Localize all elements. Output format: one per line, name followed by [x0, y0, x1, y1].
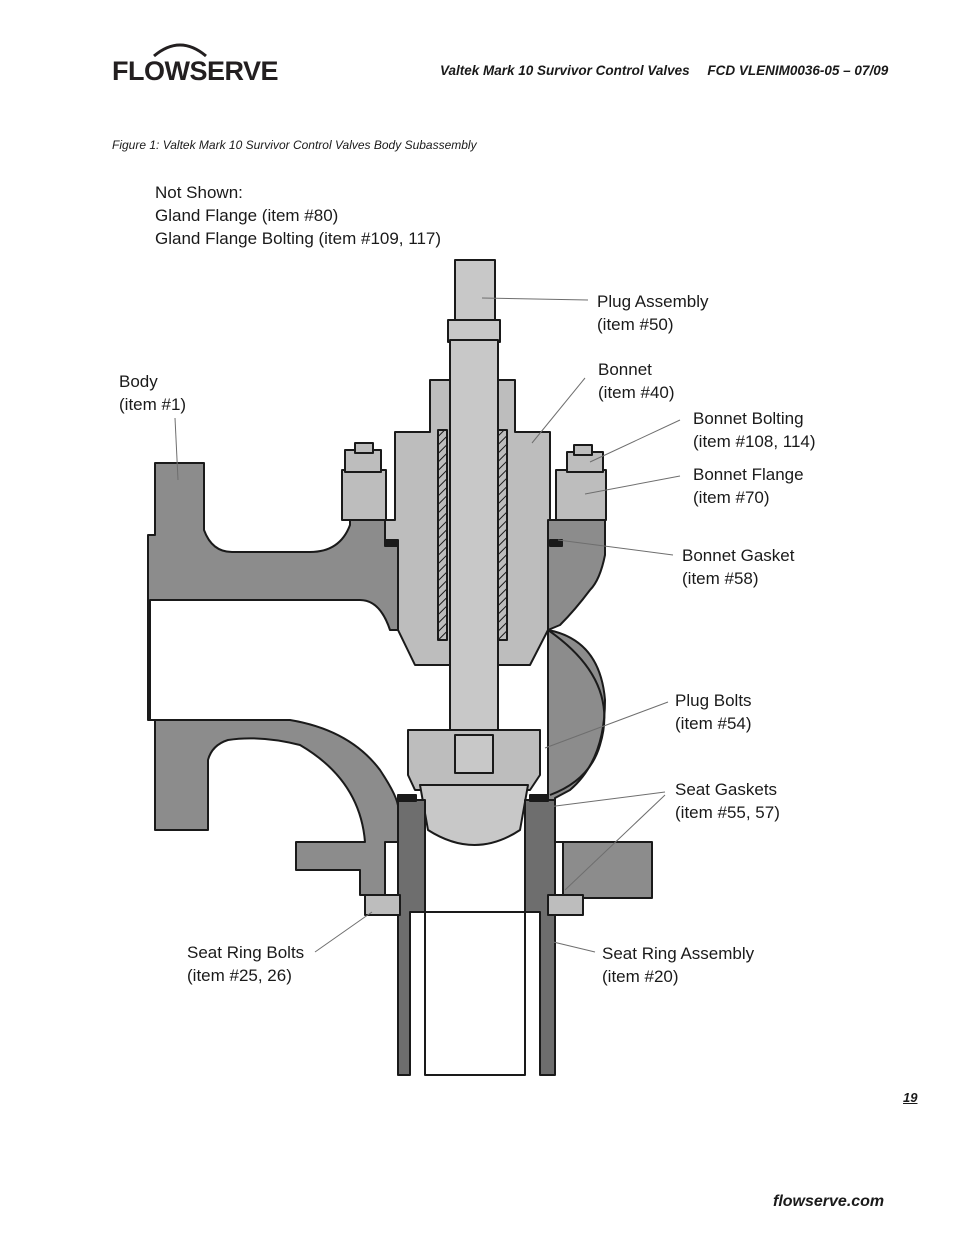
valve-body: [147, 462, 400, 896]
leader-seat-ring-assembly: [544, 939, 596, 953]
figure-caption: Figure 1: Valtek Mark 10 Survivor Contro…: [112, 138, 477, 152]
page-number: 19: [903, 1090, 918, 1105]
plug-stem-end: [454, 734, 494, 774]
valve-body-right: [547, 519, 606, 631]
bonnet-gasket-left: [384, 539, 398, 547]
leader-seat-gaskets-1: [539, 791, 666, 809]
bonnet-flange-right: [555, 469, 607, 521]
leader-bonnet-flange: [584, 475, 681, 495]
label-seat-ring-assembly: Seat Ring Assembly (item #20): [602, 944, 755, 986]
not-shown-heading: Not Shown:: [155, 183, 243, 202]
label-bonnet-bolting: Bonnet Bolting (item #108, 114): [693, 409, 816, 451]
seat-ring-bore: [424, 911, 526, 1076]
packing-left: [437, 429, 448, 641]
leader-bonnet-gasket: [557, 539, 674, 556]
label-plug-assembly: Plug Assembly (item #50): [597, 292, 709, 334]
not-shown-note: Not Shown: Gland Flange (item #80) Gland…: [155, 181, 441, 250]
plug-stem-nut: [447, 319, 501, 343]
document-title: Valtek Mark 10 Survivor Control Valves: [440, 63, 690, 78]
plug-body: [419, 784, 529, 846]
seat-ring-flange-right: [547, 894, 584, 916]
bonnet-gasket-right: [549, 539, 563, 547]
seat-ring-flange-left: [364, 894, 401, 916]
plug-stem-top: [454, 259, 496, 321]
valve-body-right-lower: [547, 629, 653, 913]
logo-arc-icon: [153, 43, 207, 58]
footer-url: flowserve.com: [773, 1193, 885, 1210]
bonnet-flange-left: [341, 469, 387, 521]
leader-bonnet-bolting: [589, 419, 681, 463]
leader-plug-bolts: [544, 701, 669, 749]
plug-stem: [449, 339, 499, 736]
seat-gasket-left: [397, 794, 417, 802]
not-shown-gland-flange: Gland Flange (item #80): [155, 206, 339, 225]
leader-plug-assembly: [481, 297, 589, 301]
seat-gasket-right: [529, 794, 549, 802]
label-seat-gaskets: Seat Gaskets (item #55, 57): [675, 780, 780, 822]
seat-ring-left: [397, 799, 426, 1076]
bonnet-bolt-right: [573, 444, 593, 456]
bonnet-bolt-left: [354, 442, 374, 454]
label-bonnet: Bonnet (item #40): [598, 360, 675, 402]
leader-bonnet: [531, 377, 586, 444]
packing-right: [497, 429, 508, 641]
leader-seat-gaskets-2: [564, 794, 666, 891]
document-code: FCD VLENIM0036-05 – 07/09: [707, 63, 889, 78]
not-shown-gland-flange-bolting: Gland Flange Bolting (item #109, 117): [155, 229, 442, 248]
seat-ring-right: [524, 799, 556, 1076]
flowserve-logo: FLOWSERVE: [112, 56, 279, 86]
document-header: Valtek Mark 10 Survivor Control Valves F…: [440, 63, 902, 78]
label-body: Body (item #1): [119, 372, 187, 414]
label-bonnet-gasket: Bonnet Gasket (item #58): [682, 546, 795, 588]
label-bonnet-flange: Bonnet Flange (item #70): [693, 465, 804, 507]
label-plug-bolts: Plug Bolts (item #54): [675, 691, 752, 733]
label-seat-ring-bolts: Seat Ring Bolts (item #25, 26): [187, 943, 305, 985]
body-outlet-curve: [547, 629, 606, 796]
leader-body: [174, 417, 179, 481]
leader-seat-ring-bolts: [314, 911, 373, 953]
